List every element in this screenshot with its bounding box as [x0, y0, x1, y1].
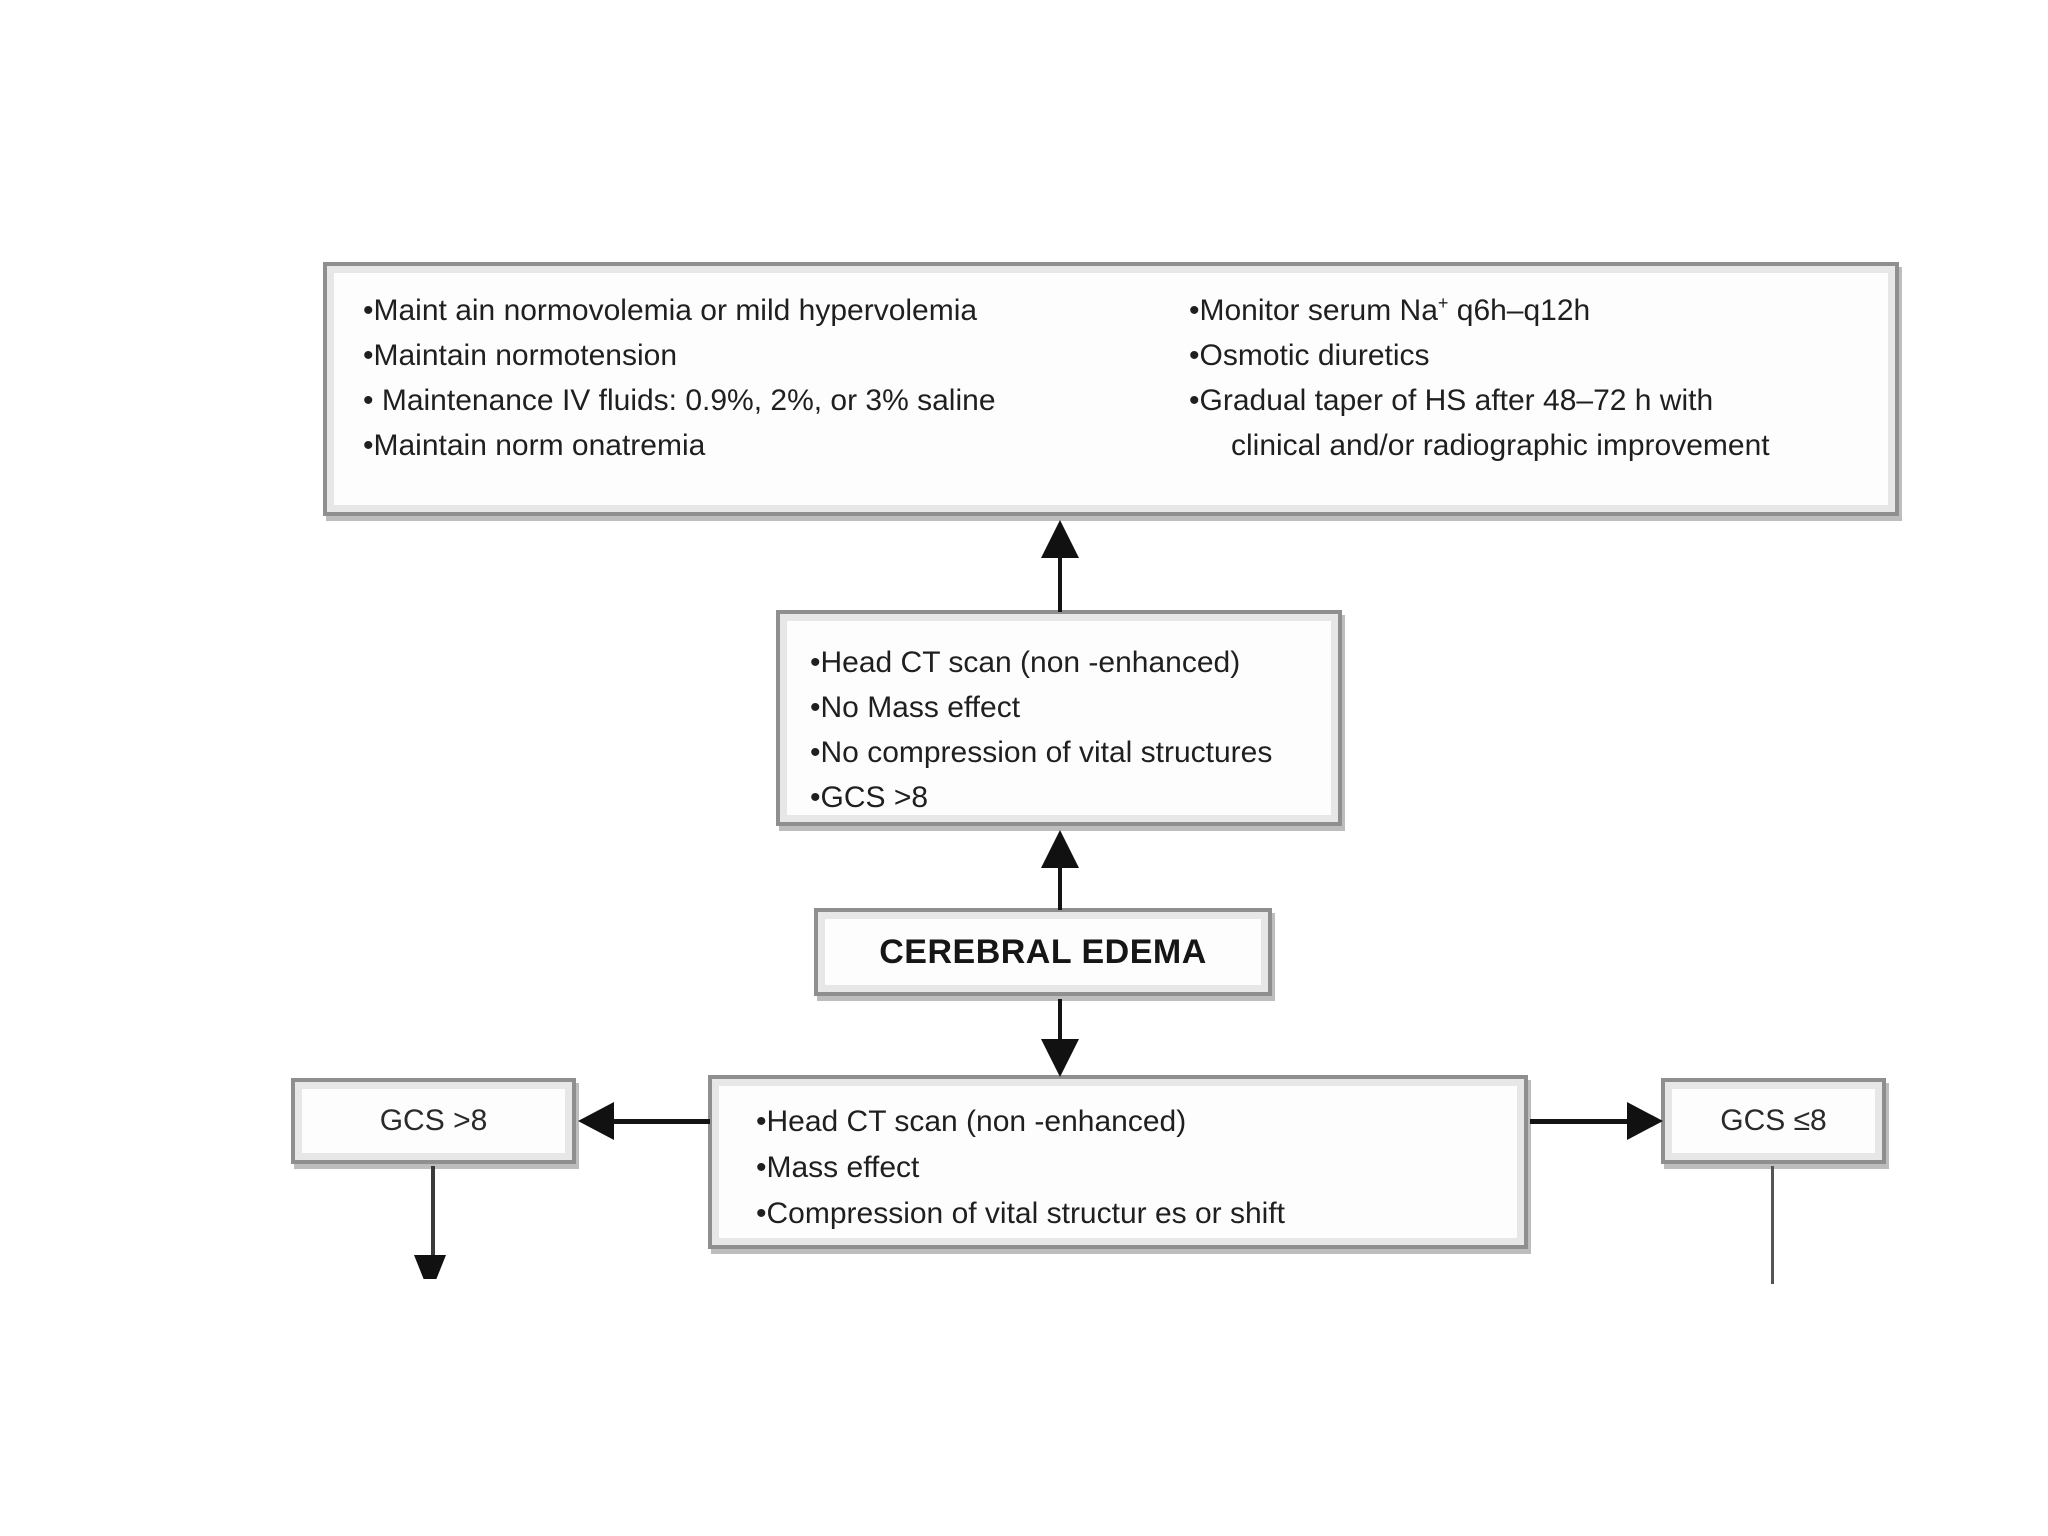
gcs-gt8-label: GCS >8 [379, 1104, 488, 1137]
arrow-line [1058, 999, 1062, 1041]
arrow-up-icon [1041, 520, 1079, 558]
gcs-gt8-box: GCS >8 [291, 1078, 576, 1164]
bullet-item: •No compression of vital structures [810, 736, 1273, 769]
arrow-left-icon [578, 1102, 614, 1140]
maintenance-right-list: •Monitor serum Na+ q6h–q12h •Osmotic diu… [1189, 288, 1770, 468]
arrow-line [612, 1119, 710, 1124]
ct-no-mass-effect-list: •Head CT scan (non -enhanced) •No Mass e… [810, 640, 1272, 820]
arrow-line [1058, 864, 1062, 910]
arrow-line [431, 1166, 435, 1258]
ct-mass-effect-box: •Head CT scan (non -enhanced) •Mass effe… [708, 1075, 1528, 1249]
bullet-item: •Head CT scan (non -enhanced) [756, 1105, 1187, 1138]
monitor-sodium-prefix: •Monitor serum Na [1189, 294, 1438, 327]
arrow-right-icon [1627, 1102, 1663, 1140]
bullet-item: •Maintain norm onatremia [363, 429, 706, 462]
bullet-item: •Mass effect [756, 1151, 920, 1184]
cerebral-edema-label: CEREBRAL EDEMA [879, 932, 1207, 971]
bullet-item: •Osmotic diuretics [1189, 339, 1430, 372]
bullet-item: •Maint ain normovolemia or mild hypervol… [363, 294, 978, 327]
bullet-item: •No Mass effect [810, 691, 1021, 724]
arrow-down-icon [1041, 1039, 1079, 1077]
maintenance-left-list: •Maint ain normovolemia or mild hypervol… [363, 288, 996, 468]
bullet-item: •Gradual taper of HS after 48–72 h with [1189, 384, 1714, 417]
bullet-item-monitor-sodium: •Monitor serum Na+ q6h–q12h [1189, 288, 1770, 333]
ct-no-mass-effect-box: •Head CT scan (non -enhanced) •No Mass e… [776, 610, 1342, 826]
bullet-item-continuation: clinical and/or radiographic improvement [1231, 429, 1770, 462]
bullet-item: •GCS >8 [810, 781, 929, 814]
bullet-item: •Head CT scan (non -enhanced) [810, 646, 1241, 679]
gcs-le8-label: GCS ≤8 [1720, 1104, 1827, 1137]
ct-mass-effect-list: •Head CT scan (non -enhanced) •Mass effe… [756, 1099, 1285, 1237]
maintenance-guidelines-box: •Maint ain normovolemia or mild hypervol… [323, 262, 1899, 516]
sodium-superscript: + [1437, 293, 1449, 313]
arrow-down-icon [414, 1255, 446, 1279]
arrow-up-icon [1041, 830, 1079, 868]
arrow-line [1530, 1119, 1627, 1124]
arrow-line [1058, 554, 1062, 612]
gcs-le8-box: GCS ≤8 [1661, 1078, 1886, 1164]
monitor-sodium-suffix: q6h–q12h [1448, 294, 1591, 327]
connector-line [1771, 1166, 1774, 1284]
cerebral-edema-box: CEREBRAL EDEMA [814, 908, 1272, 996]
bullet-item: •Compression of vital structur es or shi… [756, 1197, 1286, 1230]
bullet-item: •Maintain normotension [363, 339, 678, 372]
bullet-item: • Maintenance IV fluids: 0.9%, 2%, or 3%… [363, 384, 996, 417]
